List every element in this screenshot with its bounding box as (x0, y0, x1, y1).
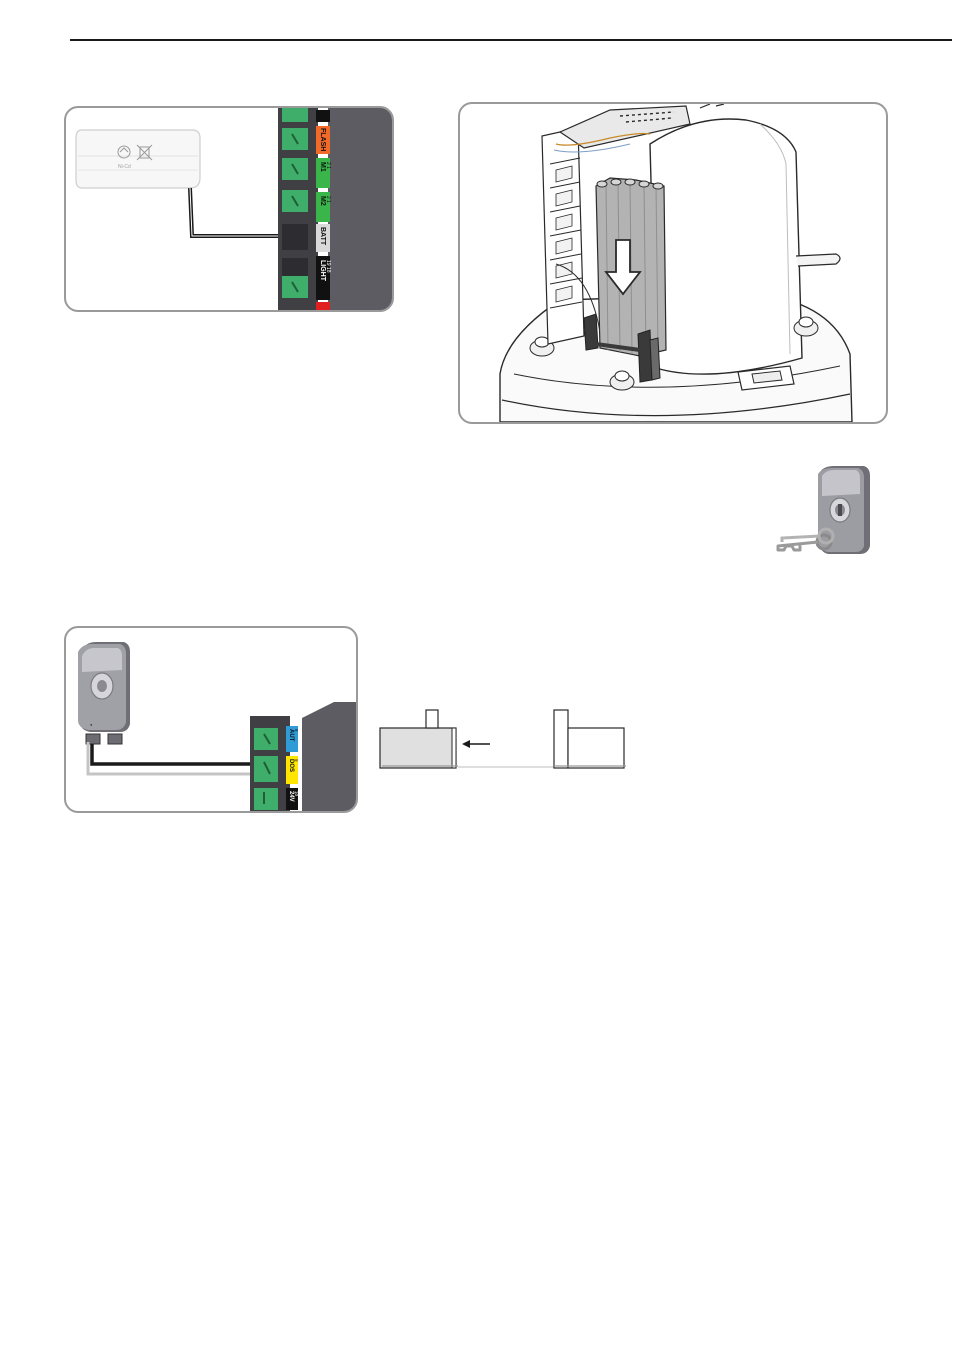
motor-battery-insertion-panel (458, 102, 888, 424)
key-switch-illustration (772, 466, 872, 558)
fixed-gate-post (554, 710, 626, 768)
key-switch-device: ● (78, 642, 130, 732)
terminal-sub-light: 19 18 (325, 260, 331, 273)
battery-wiring-panel: Ni-Cd FLASH M1 2 1 M2 2 1 BATT (64, 106, 394, 312)
gray-wire (88, 742, 266, 774)
control-unit-housing (328, 108, 392, 310)
terminal-label-m1: M1 (319, 162, 326, 172)
terminal-label-flash: FLASH (319, 128, 326, 151)
control-unit-housing (302, 702, 356, 811)
top-rule (70, 39, 952, 41)
motor-assembly-drawing (460, 104, 886, 422)
side-rod (796, 254, 840, 266)
terminal-label-batt: BATT (319, 227, 326, 246)
terminal-label-aut: AUT (288, 729, 294, 742)
terminal-label-dos: DOS (288, 759, 294, 772)
terminal-screws (254, 728, 278, 810)
battery-wire (190, 188, 290, 236)
left-arrow-icon (462, 740, 470, 748)
key-switch-wiring-diagram: ● AUT 8 DOS 9 24V 10 (66, 628, 356, 811)
key-switch-body (818, 466, 870, 554)
terminal-sub-24v: 10 (294, 791, 299, 797)
battery-pack: Ni-Cd (76, 130, 200, 188)
black-wire (92, 744, 266, 764)
battery-cell-text: Ni-Cd (118, 164, 131, 170)
key-switch-wiring-panel: ● AUT 8 DOS 9 24V 10 (64, 626, 358, 813)
gate-closing-schematic (378, 704, 632, 776)
terminal-label-light: LIGHT (319, 260, 326, 282)
switch-contact-pad-2 (108, 734, 122, 744)
motor-cylinder (650, 119, 802, 374)
terminal-label-24v: 24V (288, 791, 294, 802)
battery-pack-gray (596, 178, 666, 356)
terminal-label-m2: M2 (319, 196, 326, 206)
terminal-sub-m2: 2 1 (325, 196, 331, 203)
terminal-sub-m1: 2 1 (325, 162, 331, 169)
battery-wiring-diagram: Ni-Cd FLASH M1 2 1 M2 2 1 BATT (66, 108, 392, 310)
moving-gate-leaf (380, 710, 458, 768)
motor-terminal-strip (542, 128, 584, 344)
terminal-screws (282, 108, 308, 298)
